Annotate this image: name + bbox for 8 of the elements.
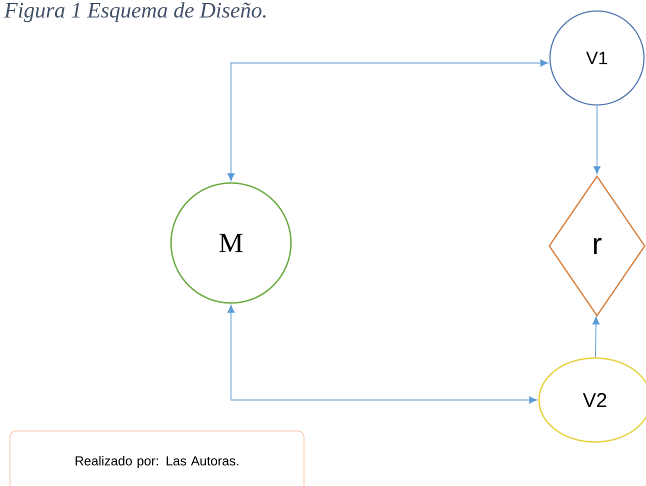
arrow [227, 304, 538, 404]
circle-node: V1 [549, 10, 645, 106]
note-box: Realizado por: Las Autoras. [10, 430, 304, 486]
arrow [592, 316, 600, 358]
arrow [593, 105, 601, 174]
circle-node: M [170, 182, 292, 304]
arrow [227, 59, 548, 182]
figure-title: Figura 1 Esquema de Diseño. [4, 2, 266, 22]
